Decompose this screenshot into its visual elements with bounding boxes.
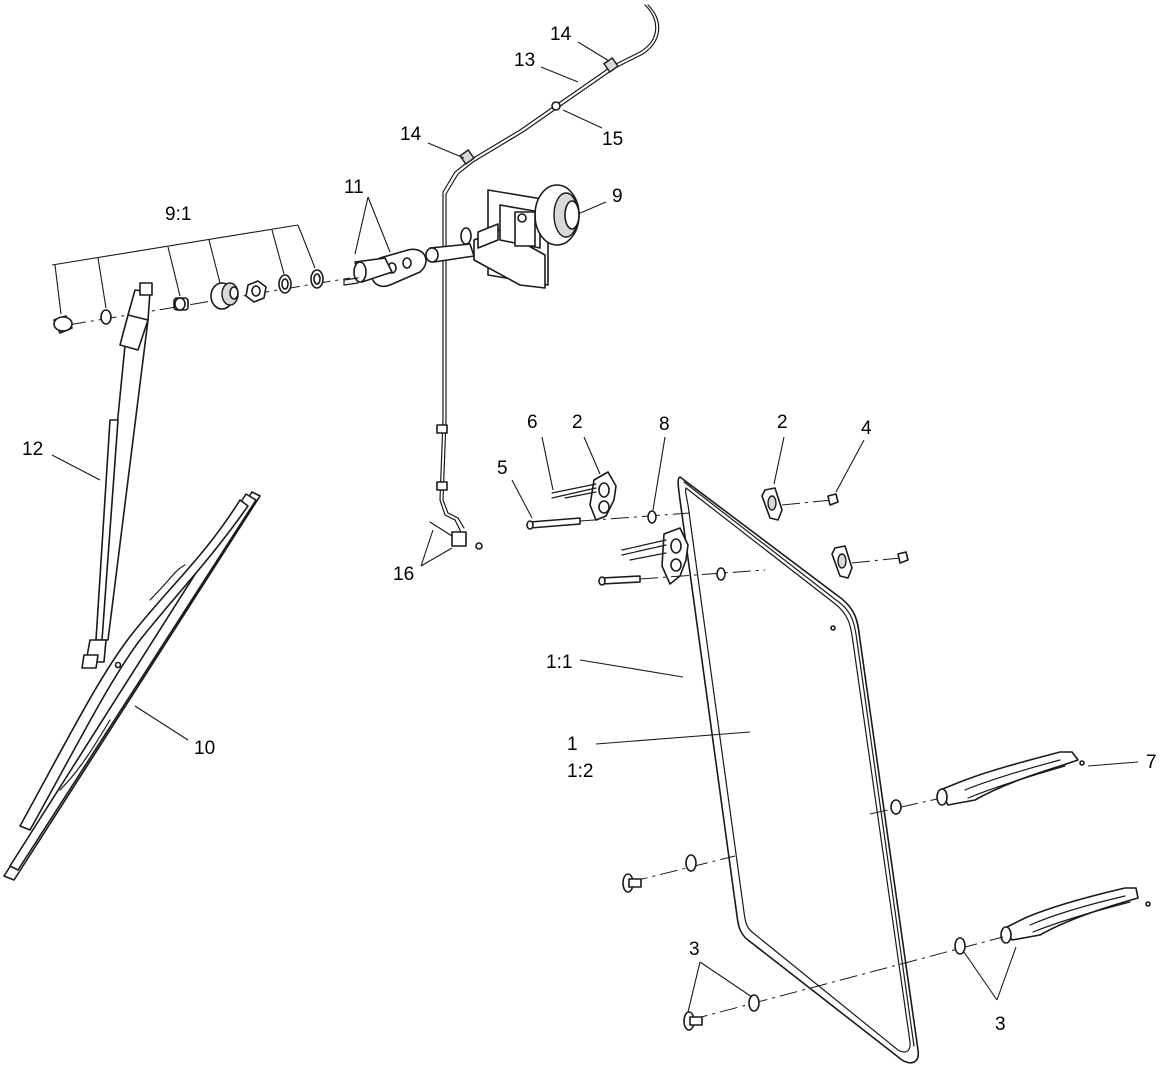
callout-14-top: 14 <box>550 24 572 45</box>
callout-5: 5 <box>497 458 508 479</box>
nozzle-block <box>429 521 483 550</box>
spindle-axis <box>67 277 351 326</box>
washer-small <box>100 309 112 325</box>
callout-9-1: 9:1 <box>165 204 191 225</box>
callout-3-right: 3 <box>995 1014 1006 1035</box>
wiper-motor <box>425 184 580 289</box>
latch-arm-lower <box>1000 887 1151 944</box>
nut-4-lower <box>897 551 909 564</box>
washer-8-lower <box>716 567 726 581</box>
lock-washer <box>310 269 324 289</box>
callout-3-left: 3 <box>689 939 700 960</box>
callout-1-1: 1:1 <box>546 652 572 673</box>
washer-latch-upper <box>890 799 902 815</box>
bolt-5-upper <box>526 517 581 530</box>
washer-hose <box>439 4 660 541</box>
callout-16: 16 <box>393 564 414 585</box>
hose-clamp-2 <box>436 481 448 491</box>
wiper-arm <box>81 282 153 669</box>
callout-10: 10 <box>194 738 215 759</box>
acorn-nut <box>53 315 73 334</box>
axis-upper-right <box>781 499 833 506</box>
callout-1: 1 <box>567 734 578 755</box>
callout-13: 13 <box>514 50 535 71</box>
hex-nut <box>245 280 267 303</box>
wiper-blade <box>3 491 261 881</box>
hinge-pad-lower-right <box>831 545 853 579</box>
axis-upper <box>579 512 691 522</box>
callout-12: 12 <box>22 439 43 460</box>
mounting-bracket <box>343 248 427 288</box>
axis-mid-pin <box>629 855 736 883</box>
washer-mid <box>685 854 697 872</box>
hinge-upper-left <box>551 471 617 521</box>
hinge-pad-upper-right <box>761 487 783 521</box>
pin-lower <box>683 1011 703 1031</box>
nut-4-upper <box>827 493 839 506</box>
callout-2-left: 2 <box>572 412 583 433</box>
callout-4: 4 <box>861 418 872 439</box>
latch-arm-upper <box>936 751 1085 806</box>
callout-15: 15 <box>602 129 623 150</box>
washer-8-upper <box>647 510 657 524</box>
axis-latch-lower <box>689 936 1004 1021</box>
callout-9: 9 <box>612 186 623 207</box>
pin-mid <box>622 873 642 893</box>
bolt-5-lower <box>598 575 641 586</box>
callout-11: 11 <box>344 177 364 198</box>
hose-connector <box>551 101 561 111</box>
axis-latch-upper <box>869 798 938 815</box>
callout-14-mid: 14 <box>400 124 422 145</box>
washer-latch-lower-right <box>954 937 966 955</box>
flat-washer <box>278 274 292 294</box>
callout-2-right: 2 <box>777 412 788 433</box>
rubber-grommet <box>210 282 239 310</box>
hinge-lower-left <box>621 527 689 585</box>
axis-lower-right <box>851 557 901 564</box>
washer-latch-lower-left <box>748 994 760 1012</box>
spacer-bushing <box>173 297 189 311</box>
callout-labels: 14 13 15 14 9 11 9:1 12 16 10 6 2 8 2 4 … <box>22 24 1157 1035</box>
hose-clamp-1 <box>436 424 448 434</box>
callout-8: 8 <box>659 414 670 435</box>
hose-clip-middle <box>459 149 475 165</box>
leader-lines <box>51 41 1139 1013</box>
callout-1-2: 1:2 <box>567 761 593 782</box>
axis-lower <box>639 569 766 580</box>
window-glass <box>677 476 920 1064</box>
callout-7: 7 <box>1146 752 1157 773</box>
callout-6: 6 <box>527 412 538 433</box>
